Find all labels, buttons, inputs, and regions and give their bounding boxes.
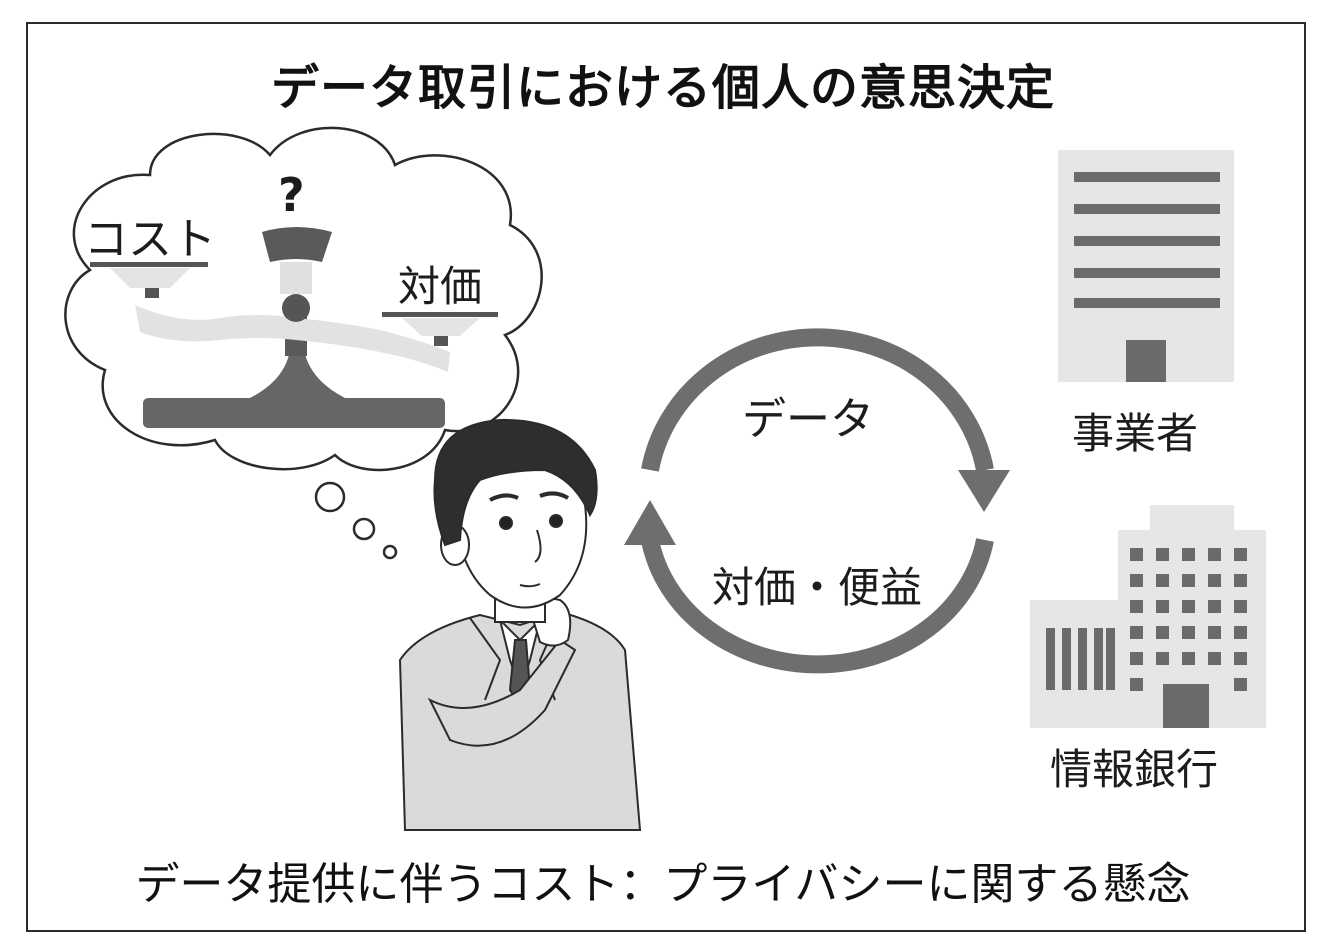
scale-cap — [262, 227, 332, 262]
left-pan-joint — [145, 288, 159, 298]
right-pan — [382, 312, 498, 317]
right-pan-support — [402, 318, 480, 336]
scale-pivot — [282, 294, 310, 322]
cycle-arrows — [641, 328, 994, 674]
scale-stand — [250, 350, 345, 398]
bank-building-icon — [1030, 505, 1266, 728]
scale-beam — [135, 305, 450, 372]
question-mark-label: ? — [278, 168, 305, 222]
company-label: 事業者 — [1072, 409, 1199, 458]
scale-neck — [280, 262, 312, 294]
diagram-title: データ取引における個人の意思決定 — [270, 60, 1055, 116]
diagram-caption: データ提供に伴うコスト：プライバシーに関する懸念 — [135, 859, 1191, 910]
right-pan-joint — [434, 336, 448, 346]
left-pan-support — [110, 268, 190, 288]
cost-label: コスト — [84, 214, 216, 265]
benefit-arrowhead — [624, 500, 676, 545]
left-pan — [90, 262, 208, 267]
benefit-flow-arrow — [641, 538, 994, 674]
thinking-man-icon — [398, 418, 642, 831]
scale-base — [143, 398, 445, 428]
benefit-flow-label: 対価・便益 — [712, 563, 923, 612]
price-label: 対価 — [398, 262, 483, 311]
data-flow-label: データ — [742, 394, 874, 445]
balance-scale-icon — [90, 227, 498, 428]
data-arrowhead — [958, 470, 1010, 512]
office-building-icon — [1058, 150, 1234, 382]
data-flow-arrow — [641, 328, 994, 472]
info-bank-label: 情報銀行 — [1050, 745, 1219, 794]
